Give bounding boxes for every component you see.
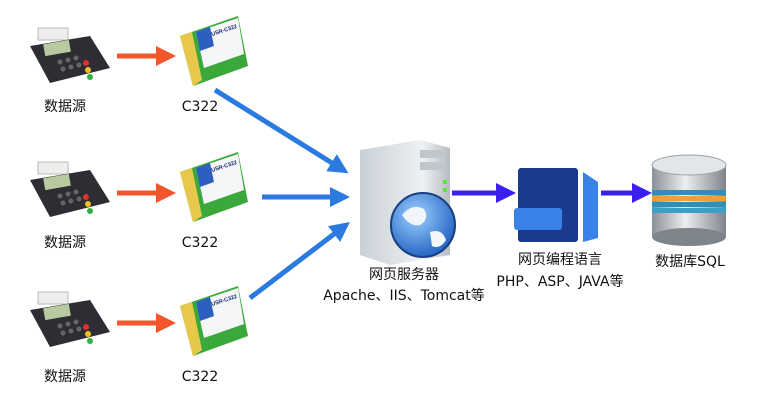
wifi-module-icon — [180, 16, 248, 86]
source-label: 数据源 — [44, 235, 86, 251]
server-title: 网页服务器 — [369, 267, 439, 283]
arrow-blue — [213, 87, 349, 174]
server-subtitle: Apache、IIS、Tomcat等 — [323, 287, 485, 304]
pos-terminal-icon — [29, 161, 111, 218]
source-label: 数据源 — [44, 99, 86, 115]
globe-icon — [390, 192, 456, 258]
document-icon — [514, 168, 598, 242]
module-label: C322 — [182, 235, 219, 251]
language-subtitle: PHP、ASP、JAVA等 — [496, 273, 623, 290]
source-row-1: 数据源 USR-C322 C322 — [29, 16, 248, 115]
database-title: 数据库SQL — [655, 254, 725, 270]
module-label: C322 — [182, 369, 219, 385]
wifi-module-icon — [180, 152, 248, 222]
server-icon — [360, 140, 456, 265]
pos-terminal-icon — [29, 291, 111, 348]
pos-terminal-icon — [29, 27, 111, 84]
language-title: 网页编程语言 — [518, 252, 602, 268]
source-row-3: 数据源 USR-C322 C322 — [29, 286, 248, 385]
source-label: 数据源 — [44, 369, 86, 385]
database-icon — [651, 154, 727, 246]
source-row-2: 数据源 USR-C322 C322 — [29, 152, 248, 251]
arrow-blue — [248, 221, 350, 300]
module-label: C322 — [182, 99, 219, 115]
wifi-module-icon — [180, 286, 248, 356]
